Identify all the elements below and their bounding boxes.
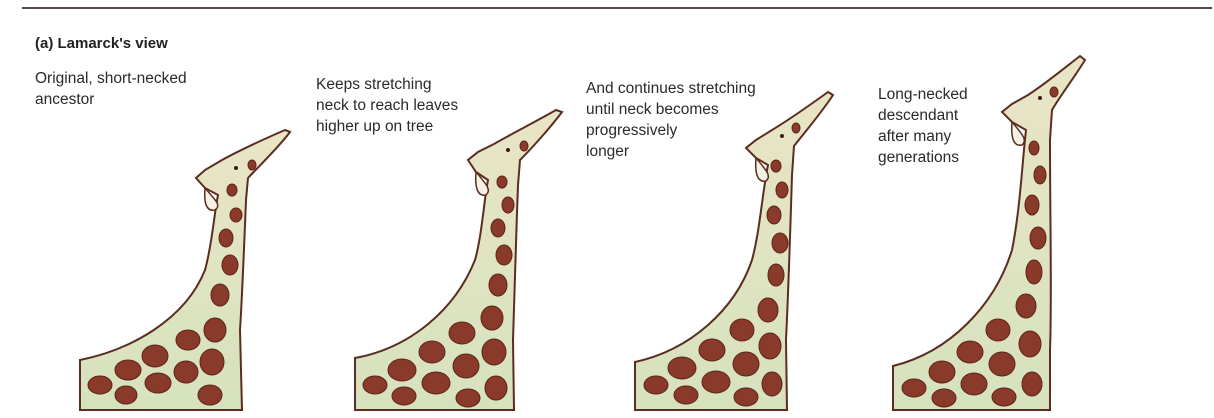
giraffe-2-icon bbox=[354, 108, 564, 411]
stage-1-caption: Original, short-necked ancestor bbox=[35, 70, 187, 108]
stage-2-caption: Keeps stretching neck to reach leaves hi… bbox=[316, 76, 459, 135]
top-rule bbox=[22, 7, 1212, 9]
panel-title: (a) Lamarck's view bbox=[35, 35, 168, 52]
giraffe-3-icon bbox=[634, 90, 835, 411]
stage-4-caption: Long-necked descendant after many genera… bbox=[878, 86, 968, 166]
giraffe-1-icon bbox=[79, 128, 292, 411]
giraffe-4-icon bbox=[892, 54, 1087, 411]
stage-3-caption: And continues stretching until neck beco… bbox=[586, 80, 756, 160]
